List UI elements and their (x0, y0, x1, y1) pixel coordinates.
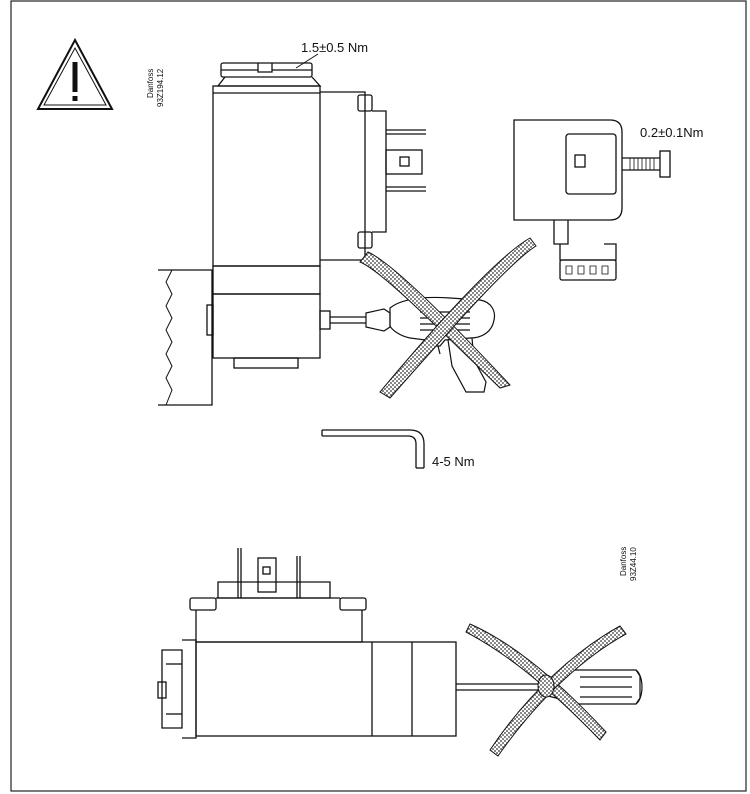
warning-triangle-icon (36, 37, 114, 110)
crossed-out-drill-icon (359, 237, 537, 399)
torque-label-top-screw: 1.5±0.5 Nm (301, 40, 369, 55)
hex-key-icon (321, 429, 425, 469)
code-number-bottom: 93Z44.10 (629, 547, 638, 581)
torque-label-hex-key: 4-5 Nm (432, 454, 475, 469)
page-border (10, 0, 747, 792)
cable-plug-connector (513, 119, 671, 281)
valve-assembly-top (158, 62, 426, 406)
code-number-top: 93Z194.12 (156, 68, 165, 107)
code-brand-top: Danfoss (146, 68, 155, 98)
crossed-out-screwdriver-icon (456, 623, 643, 757)
leader-line-top-screw (295, 53, 319, 69)
valve-assembly-bottom (157, 548, 457, 739)
code-brand-bottom: Danfoss (619, 546, 628, 576)
torque-label-plug-screw: 0.2±0.1Nm (640, 125, 704, 140)
